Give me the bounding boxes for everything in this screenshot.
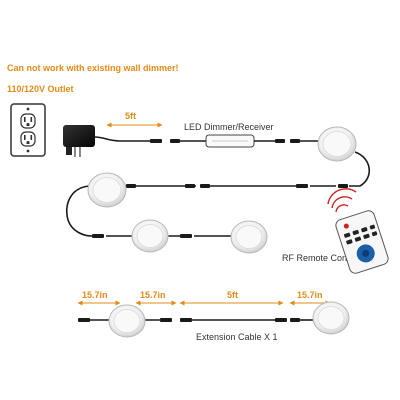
rf-remote-icon bbox=[327, 188, 389, 274]
extension-connectors bbox=[78, 318, 300, 322]
wall-outlet-icon bbox=[10, 103, 46, 157]
puck-chain-connectors bbox=[92, 184, 348, 238]
ext-length-middle: 5ft bbox=[227, 290, 238, 300]
warning-text: Can not work with existing wall dimmer! bbox=[7, 63, 179, 73]
puck-light-4 bbox=[230, 220, 268, 254]
ext-length-right: 15.7in bbox=[297, 290, 323, 300]
puck-light-1 bbox=[317, 126, 357, 162]
ext-length-1: 15.7in bbox=[82, 290, 108, 300]
puck-light-6 bbox=[312, 301, 350, 335]
puck-light-5 bbox=[108, 304, 146, 338]
outlet-label: 110/120V Outlet bbox=[7, 84, 74, 94]
puck-light-2 bbox=[87, 172, 127, 208]
remote-label: RF Remote Control bbox=[282, 253, 360, 263]
puck-light-3 bbox=[131, 219, 169, 253]
power-adapter-icon bbox=[63, 125, 162, 157]
ext-length-2: 15.7in bbox=[140, 290, 166, 300]
adapter-cable-length: 5ft bbox=[125, 111, 136, 121]
extension-label: Extension Cable X 1 bbox=[196, 332, 278, 342]
dimmer-receiver-icon bbox=[170, 134, 331, 148]
dimmer-label: LED Dimmer/Receiver bbox=[184, 122, 274, 132]
puck-chain-cables bbox=[66, 151, 370, 237]
